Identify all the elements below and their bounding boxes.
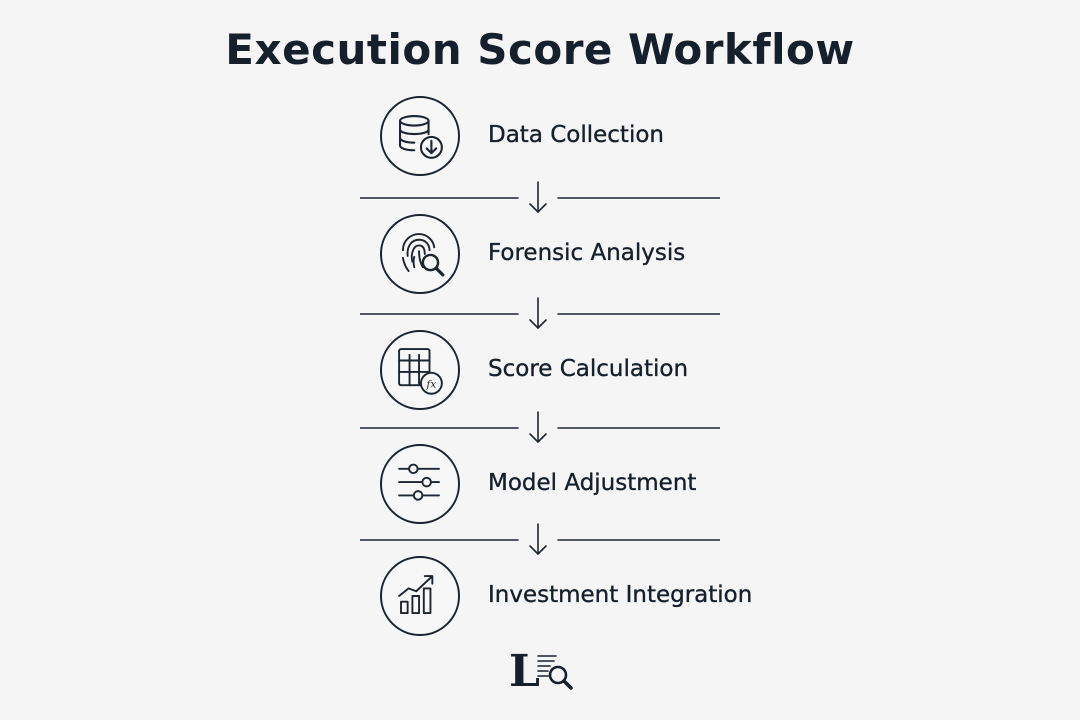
step-label: Score Calculation bbox=[488, 356, 689, 382]
connector-arrow bbox=[359, 296, 721, 332]
svg-text:L: L bbox=[509, 646, 540, 692]
growth-chart-icon bbox=[380, 556, 460, 636]
step-score-calculation: fx Score Calculation bbox=[380, 330, 840, 416]
step-data-collection: Data Collection bbox=[380, 96, 840, 182]
connector-arrow bbox=[359, 410, 721, 446]
database-download-icon bbox=[380, 96, 460, 176]
fingerprint-magnifier-icon bbox=[380, 214, 460, 294]
step-investment-integration: Investment Integration bbox=[380, 556, 840, 642]
diagram-title: Execution Score Workflow bbox=[225, 25, 855, 74]
step-label: Forensic Analysis bbox=[488, 240, 686, 266]
step-label: Data Collection bbox=[488, 122, 664, 148]
spreadsheet-formula-icon: fx bbox=[380, 330, 460, 410]
step-forensic-analysis: Forensic Analysis bbox=[380, 214, 840, 300]
connector-arrow bbox=[359, 522, 721, 558]
step-label: Model Adjustment bbox=[488, 470, 697, 496]
connector-arrow bbox=[359, 180, 721, 216]
svg-text:fx: fx bbox=[426, 379, 437, 391]
step-label: Investment Integration bbox=[488, 582, 753, 608]
document-magnifier-logo: L bbox=[508, 644, 574, 697]
step-model-adjustment: Model Adjustment bbox=[380, 444, 840, 530]
sliders-icon bbox=[380, 444, 460, 524]
